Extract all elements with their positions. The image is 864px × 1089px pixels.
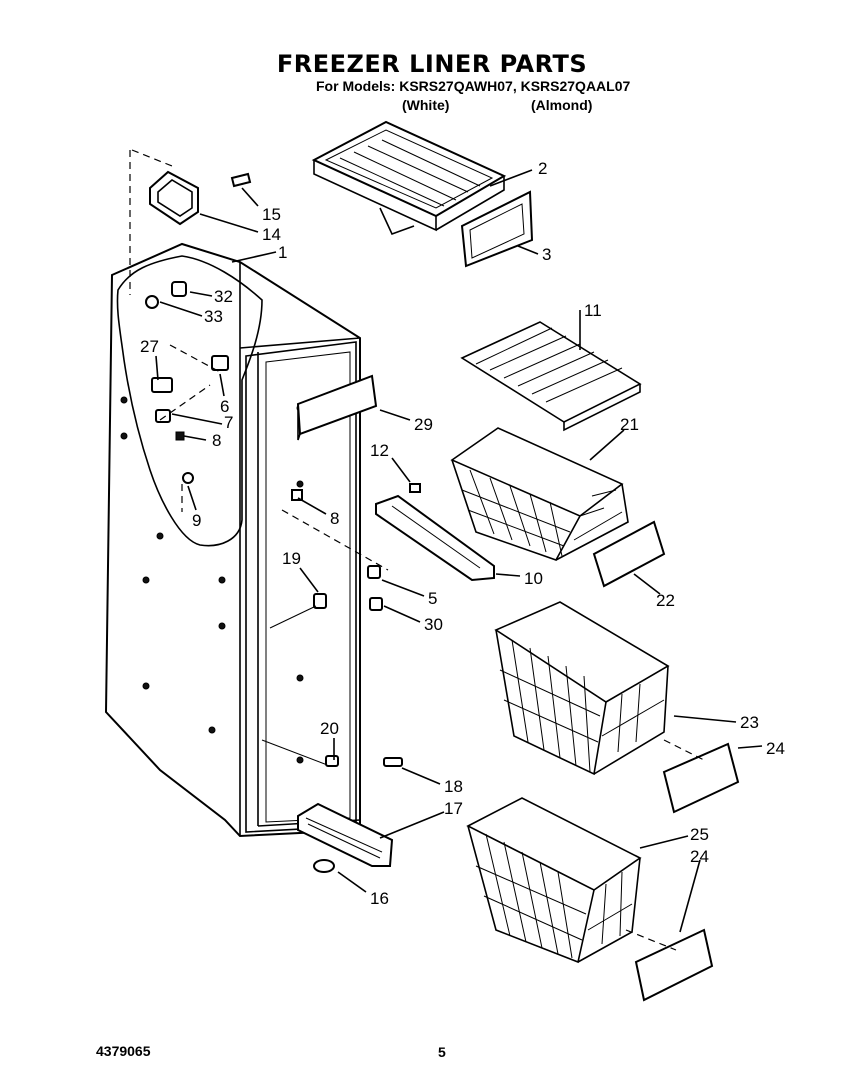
callout-12: 12 xyxy=(370,441,389,460)
shelf-trim xyxy=(460,190,534,268)
callout-22: 22 xyxy=(656,591,675,610)
callout-24-lower: 24 xyxy=(690,847,709,866)
variant-almond-label: (Almond) xyxy=(531,97,593,113)
callout-24-upper: 24 xyxy=(766,739,785,758)
callout-7: 7 xyxy=(224,413,233,432)
callout-8-upper: 8 xyxy=(212,431,221,450)
callout-25: 25 xyxy=(690,825,709,844)
liner-small-parts xyxy=(261,489,403,767)
basket-front-middle xyxy=(662,739,740,814)
callout-23: 23 xyxy=(740,713,759,732)
basket-middle xyxy=(494,601,670,776)
basket-upper xyxy=(450,427,629,561)
basket-front-upper xyxy=(592,520,666,588)
callout-15: 15 xyxy=(262,205,281,224)
slide-rail xyxy=(375,483,495,582)
callout-6: 6 xyxy=(220,397,229,416)
callout-29: 29 xyxy=(414,415,433,434)
callout-32: 32 xyxy=(214,287,233,306)
model-numbers: For Models: KSRS27QAWH07, KSRS27QAAL07 xyxy=(316,78,631,94)
callout-labels: 2 3 15 14 1 32 33 11 21 27 6 7 8 9 29 12… xyxy=(140,159,785,908)
button-cap xyxy=(313,859,335,873)
callout-33: 33 xyxy=(204,307,223,326)
callout-3: 3 xyxy=(542,245,551,264)
ice-bin-bracket xyxy=(131,149,252,226)
callout-8-lower: 8 xyxy=(330,509,339,528)
callout-30: 30 xyxy=(424,615,443,634)
callout-27: 27 xyxy=(140,337,159,356)
basket-lower xyxy=(466,797,642,964)
callout-1: 1 xyxy=(278,243,287,262)
page-number: 5 xyxy=(438,1044,446,1060)
liner-hardware xyxy=(145,281,229,512)
callout-5: 5 xyxy=(428,589,437,608)
callout-10: 10 xyxy=(524,569,543,588)
basket-front-lower xyxy=(625,928,714,1002)
callout-11: 11 xyxy=(584,301,602,320)
variant-white-label: (White) xyxy=(402,97,450,113)
callout-9: 9 xyxy=(192,511,201,530)
callout-17: 17 xyxy=(444,799,463,818)
callout-14: 14 xyxy=(262,225,281,244)
callout-leaders xyxy=(155,169,763,933)
callout-19: 19 xyxy=(282,549,301,568)
page-title: FREEZER LINER PARTS xyxy=(276,50,588,78)
shelf-grille xyxy=(297,802,394,867)
glass-shelf xyxy=(311,120,507,236)
callout-18: 18 xyxy=(444,777,463,796)
callout-2: 2 xyxy=(538,159,547,178)
callout-21: 21 xyxy=(620,415,639,434)
wire-shelf xyxy=(460,321,642,432)
document-number: 4379065 xyxy=(96,1043,151,1059)
liner-trim xyxy=(296,374,378,441)
callout-20: 20 xyxy=(320,719,339,738)
callout-16: 16 xyxy=(370,889,389,908)
